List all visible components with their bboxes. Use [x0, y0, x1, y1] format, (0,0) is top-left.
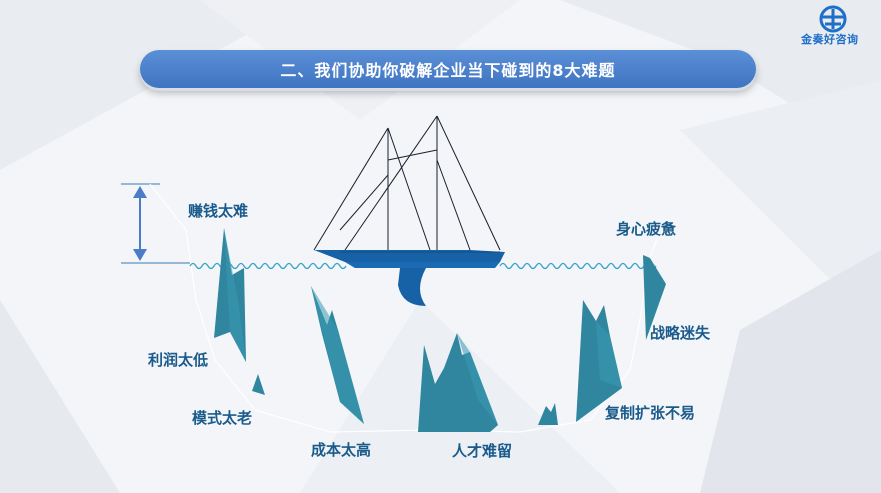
problem-label-talent: 人才难留: [452, 442, 513, 460]
problem-label-cost: 成本太高: [311, 441, 372, 459]
problem-label-expansion: 复制扩张不易: [605, 404, 696, 422]
water-line: [189, 262, 657, 270]
problem-label-strategy: 战略迷失: [650, 324, 711, 342]
shard-5: [538, 403, 558, 425]
depth-arrow: [121, 183, 190, 264]
sailboat-icon: [313, 115, 505, 306]
brand-name: 金奏好咨询: [801, 33, 859, 46]
brand-logo-icon: [819, 5, 847, 33]
problem-label-model: 模式太老: [192, 409, 253, 427]
page-title: 二、我们协助你破解企业当下碰到的8大难题: [280, 61, 616, 80]
problem-label-earning: 赚钱太难: [188, 202, 249, 220]
problem-label-profit: 利润太低: [148, 351, 209, 369]
problem-label-fatigue: 身心疲惫: [616, 220, 677, 238]
shard-7: [643, 255, 666, 340]
shard-4: [418, 333, 498, 432]
shard-2: [252, 374, 265, 395]
title-banner: 二、我们协助你破解企业当下碰到的8大难题: [140, 50, 756, 88]
